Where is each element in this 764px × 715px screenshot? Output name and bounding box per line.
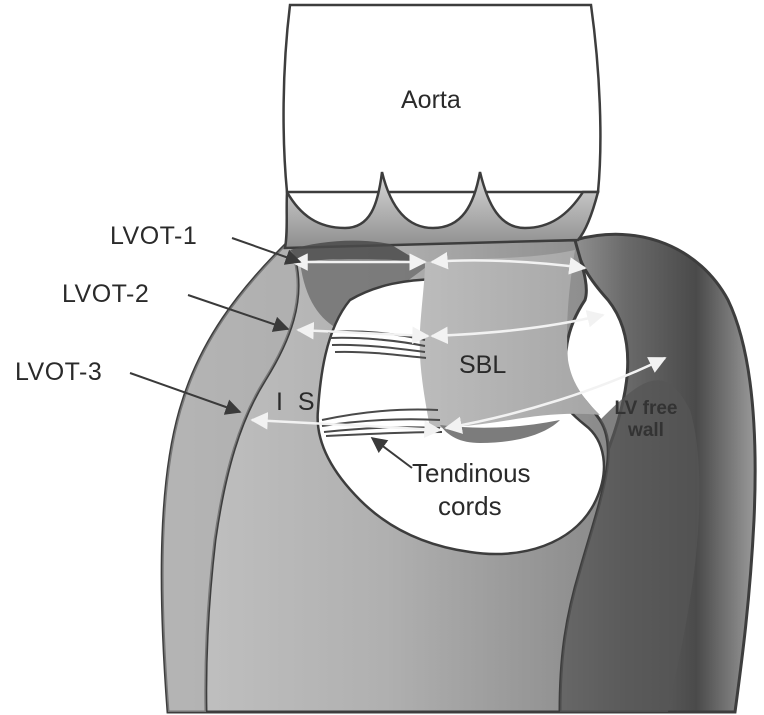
lvot3-label: LVOT-3: [15, 360, 102, 385]
is-label: I S: [276, 390, 319, 415]
lvot2-label: LVOT-2: [62, 282, 149, 307]
tendinous-line2: cords: [412, 490, 562, 523]
sbl-label: SBL: [459, 353, 506, 378]
lvot1-label: LVOT-1: [110, 224, 197, 249]
tendinous-line1: Tendinous: [412, 457, 562, 490]
lv-free-wall-line1: LV free: [606, 398, 686, 420]
lv-free-wall-line2: wall: [606, 420, 686, 442]
lv-free-wall-label: LV free wall: [606, 398, 686, 442]
aorta-label: Aorta: [401, 88, 461, 113]
tendinous-cords-label: Tendinous cords: [412, 457, 562, 522]
